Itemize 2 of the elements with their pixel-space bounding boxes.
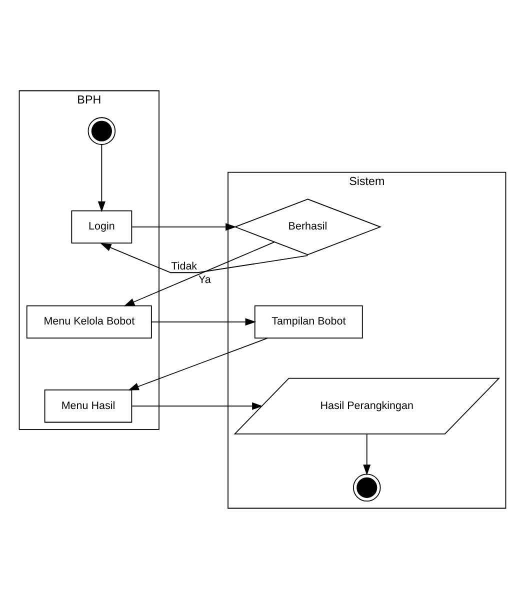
edge-label: Tidak [171, 260, 198, 272]
edge-label: Ya [198, 274, 211, 286]
